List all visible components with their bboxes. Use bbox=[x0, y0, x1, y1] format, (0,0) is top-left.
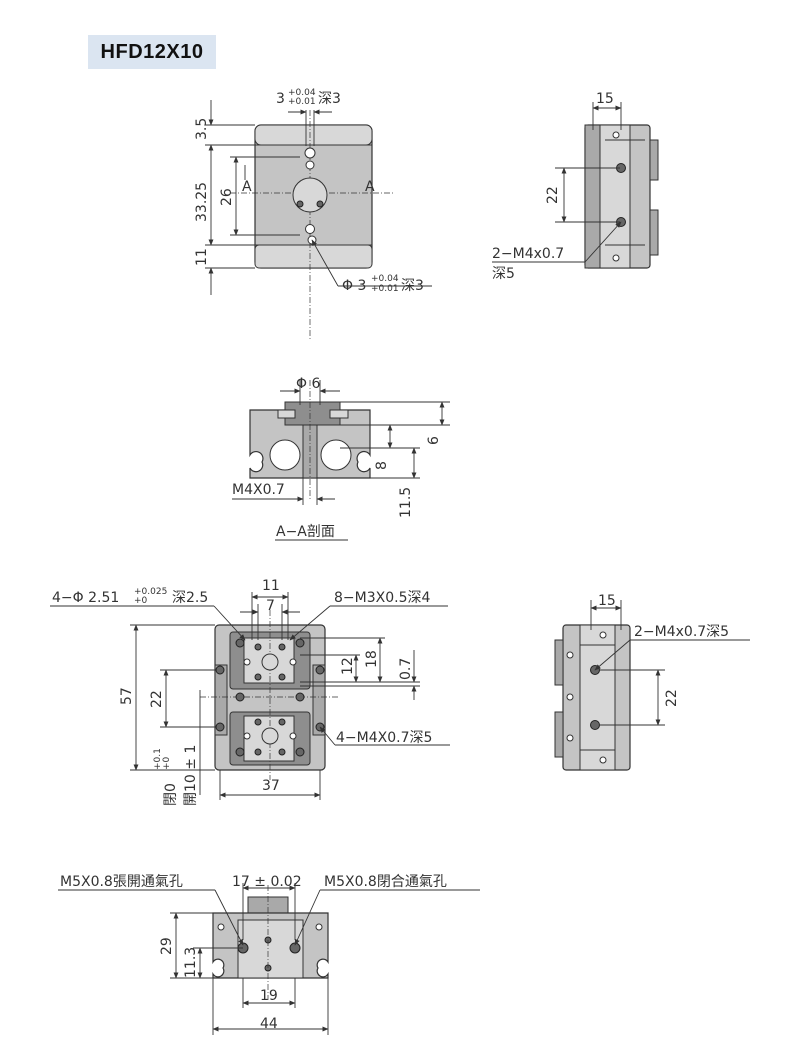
bottom-hole-depth: 深3 bbox=[401, 278, 424, 294]
top-view bbox=[205, 100, 432, 340]
pin-depth: 深2.5 bbox=[172, 590, 208, 606]
bottom-hole-tol-lo: +0.01 bbox=[371, 284, 399, 294]
screw-holes-label: 8−M3X0.5深4 bbox=[334, 590, 430, 606]
stroke-close-label: 閉0 bbox=[163, 783, 179, 806]
pin-tol-lo: +0 bbox=[134, 596, 148, 606]
section-thread: M4X0.7 bbox=[232, 482, 285, 498]
front-dim-12: 12 bbox=[340, 657, 356, 675]
port-close-label: M5X0.8閉合通氣孔 bbox=[324, 874, 447, 890]
front-dim-11: 11 bbox=[262, 578, 280, 594]
bottom-hole-label: Φ 3 bbox=[342, 278, 366, 294]
bottom-dim-29: 29 bbox=[159, 937, 175, 955]
mount-holes-label: 4−M4X0.7深5 bbox=[336, 730, 432, 746]
front-dim-22: 22 bbox=[149, 690, 165, 708]
dim-3-5: 3.5 bbox=[194, 118, 210, 140]
bottom-dim-17: 17 ± 0.02 bbox=[232, 874, 302, 890]
front-dim-18: 18 bbox=[364, 650, 380, 668]
side2-dim-22: 22 bbox=[664, 689, 680, 707]
side-thread-label: 2−M4x0.7 bbox=[492, 246, 564, 262]
side-dim-15: 15 bbox=[596, 91, 614, 107]
section-aa-view bbox=[232, 380, 450, 541]
side-thread-depth: 深5 bbox=[492, 266, 515, 282]
front-dim-57: 57 bbox=[119, 687, 135, 705]
front-dim-0-7: 0.7 bbox=[398, 658, 414, 680]
right-side-view-top bbox=[492, 102, 659, 269]
section-mark-right: A bbox=[365, 179, 375, 195]
port-open-label: M5X0.8張開通氣孔 bbox=[60, 874, 183, 890]
bottom-hole-tol-hi: +0.04 bbox=[371, 274, 399, 284]
top-hole-label: 3 bbox=[276, 91, 285, 107]
dim-11: 11 bbox=[194, 248, 210, 266]
side-dim-22: 22 bbox=[545, 186, 561, 204]
front-dim-7: 7 bbox=[266, 598, 275, 614]
pin-tol-hi: +0.025 bbox=[134, 587, 167, 597]
close-tol-lo: +0 bbox=[162, 756, 172, 770]
model-title: HFD12X10 bbox=[88, 35, 216, 69]
section-dim-6: 6 bbox=[426, 436, 442, 445]
bottom-dim-19: 19 bbox=[260, 988, 278, 1004]
dim-33-25: 33.25 bbox=[194, 182, 210, 222]
side2-dim-15: 15 bbox=[598, 593, 616, 609]
front-dim-37: 37 bbox=[262, 778, 280, 794]
section-caption: A−A剖面 bbox=[276, 524, 335, 540]
top-hole-depth: 深3 bbox=[318, 91, 341, 107]
close-tol-hi: +0.1 bbox=[153, 748, 163, 770]
section-dim-8: 8 bbox=[374, 461, 390, 470]
pin-holes-label: 4−Φ 2.51 bbox=[52, 590, 119, 606]
top-hole-tol-lo: +0.01 bbox=[288, 97, 316, 107]
section-dim-phi6: Φ 6 bbox=[296, 376, 320, 392]
section-dim-11-5: 11.5 bbox=[398, 487, 414, 518]
bottom-view bbox=[58, 883, 480, 1035]
top-hole-tol-hi: +0.04 bbox=[288, 88, 316, 98]
section-mark-left: A bbox=[242, 179, 252, 195]
right-side-view-mid bbox=[554, 600, 750, 771]
stroke-open-label: 開10 ± 1 bbox=[183, 745, 199, 806]
bottom-dim-11-3: 11.3 bbox=[183, 947, 199, 978]
side2-thread-label: 2−M4x0.7深5 bbox=[634, 624, 729, 640]
front-view bbox=[50, 592, 450, 800]
bottom-dim-44: 44 bbox=[260, 1016, 278, 1032]
dim-26: 26 bbox=[219, 188, 235, 206]
